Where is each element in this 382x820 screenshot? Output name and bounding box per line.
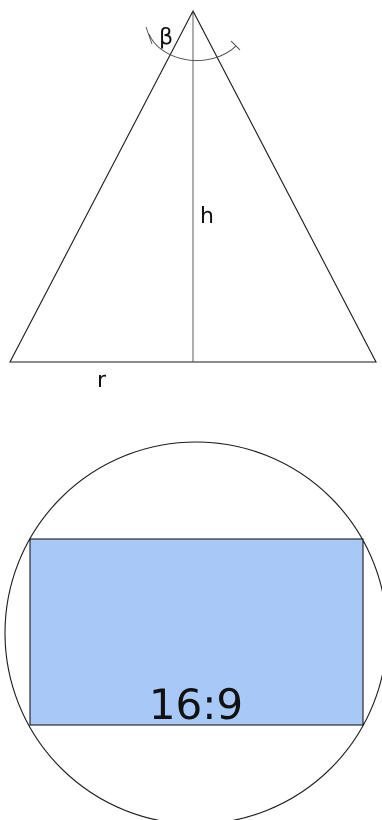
frame-diagram: 16:9 xyxy=(4,441,382,820)
apex-angle-arc xyxy=(148,33,237,61)
radius-label: r xyxy=(97,368,107,393)
arc-tick-right xyxy=(230,40,241,51)
cone-diagram: β h r xyxy=(9,9,377,393)
arc-tick-left xyxy=(145,26,153,45)
apex-angle-label: β xyxy=(159,25,173,50)
aspect-ratio-rectangle xyxy=(29,538,364,726)
aspect-ratio-label: 16:9 xyxy=(149,680,243,729)
bounding-circle xyxy=(4,441,382,820)
height-label: h xyxy=(200,204,214,229)
